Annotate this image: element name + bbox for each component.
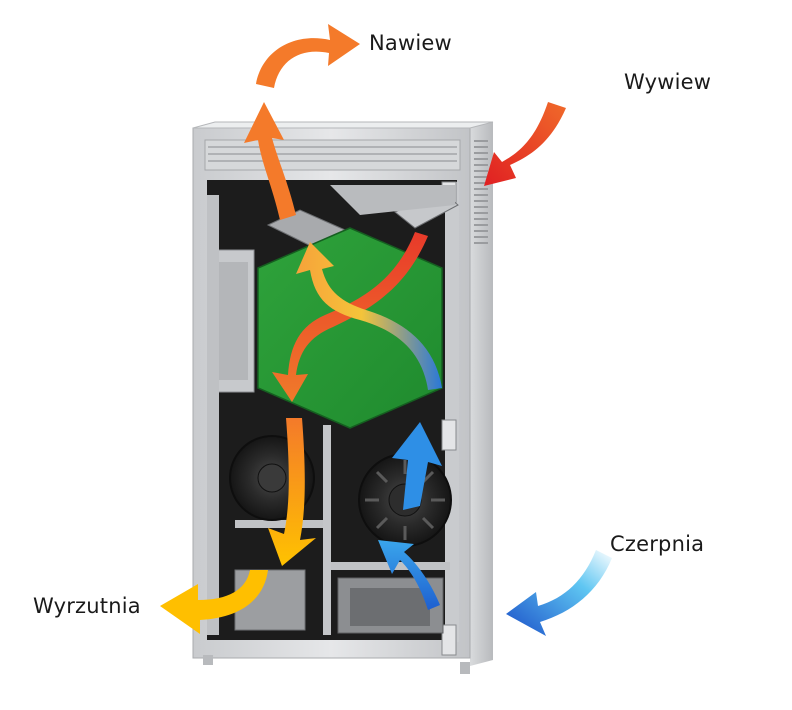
wywiew-arrow	[484, 102, 566, 186]
label-exhaust: Wyrzutnia	[33, 594, 141, 618]
nawiew-arrow	[256, 24, 360, 88]
supply-up-arrow	[392, 422, 442, 510]
wyrzutnia-arrow	[160, 570, 268, 634]
supply-flow-arrow	[296, 242, 442, 390]
label-supply: Nawiew	[369, 31, 452, 55]
extract-flow-arrow	[272, 232, 428, 402]
foot	[203, 655, 213, 665]
top-rail-slots	[208, 146, 457, 162]
side-grille	[474, 140, 488, 244]
exhaust-flow-arrow	[268, 418, 316, 566]
label-intake: Czerpnia	[610, 532, 705, 556]
label-extract: Wywiew	[624, 70, 712, 94]
intake-inner-arrow	[378, 540, 440, 610]
foot	[460, 662, 470, 674]
supply-top-arrow	[244, 102, 296, 220]
hinge	[441, 624, 457, 656]
czerpnia-arrow	[506, 550, 612, 636]
hinge	[441, 419, 457, 451]
